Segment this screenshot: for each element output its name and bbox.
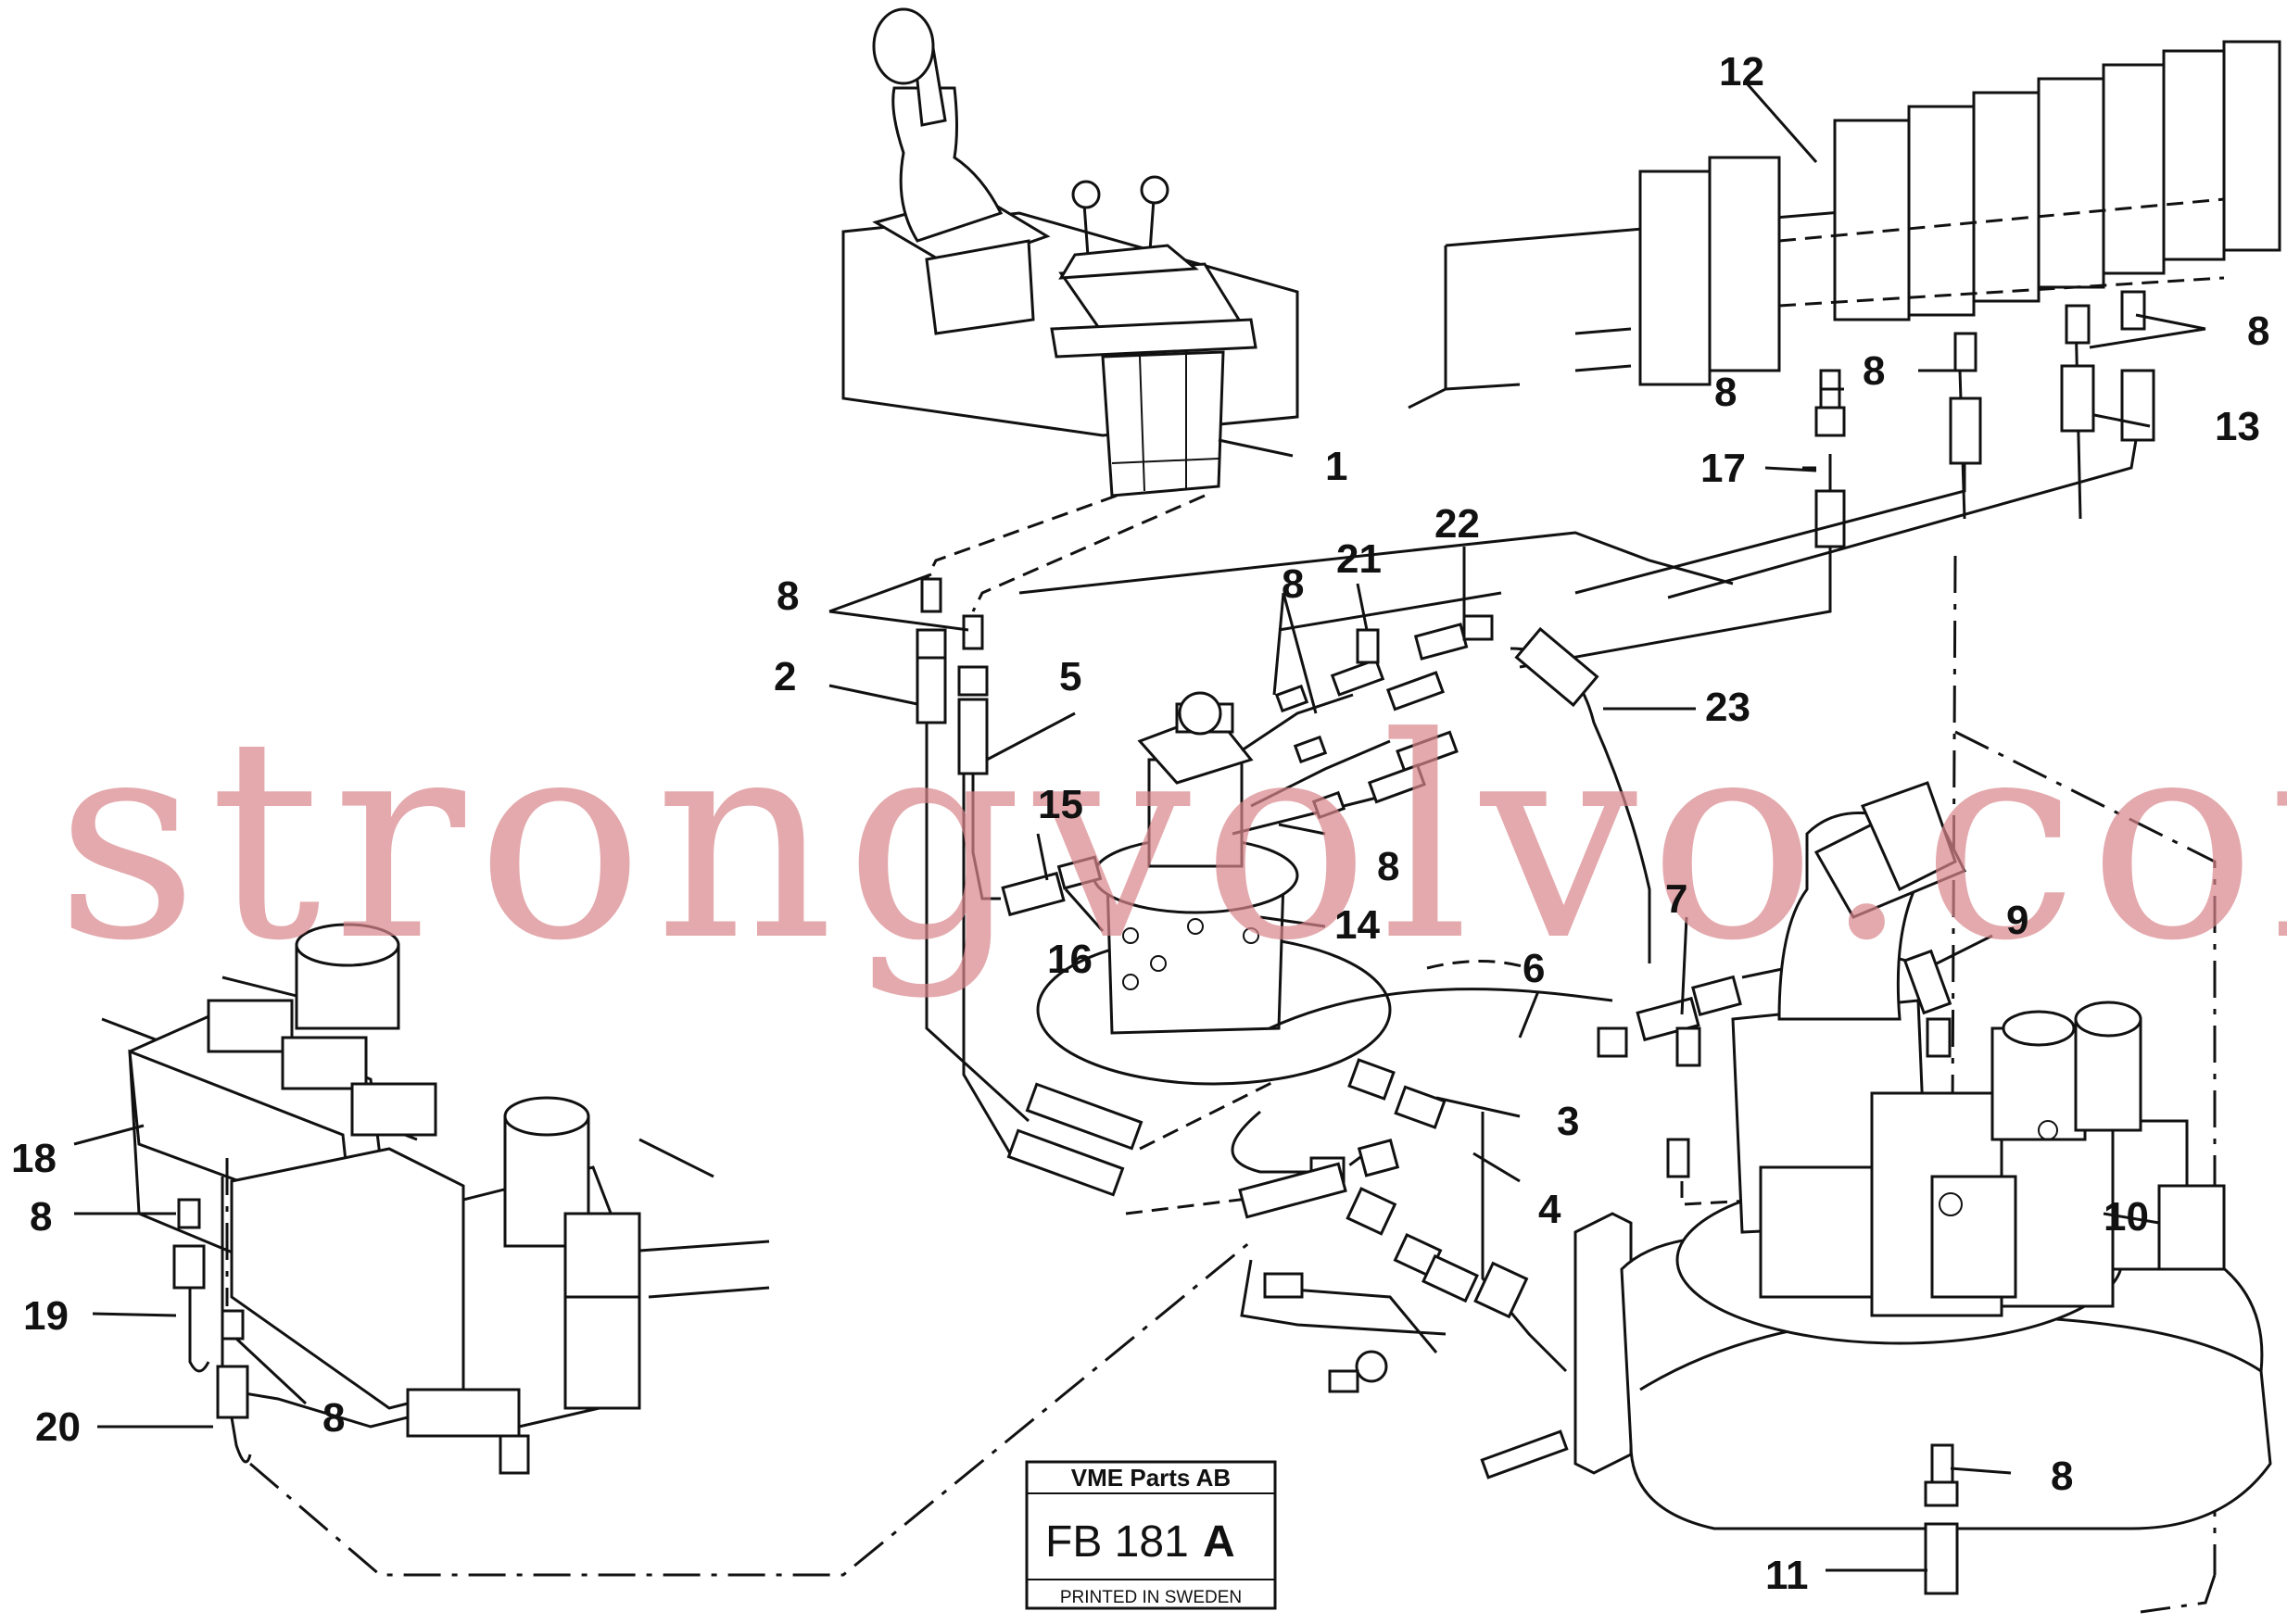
stamp-code: FB 181	[1045, 1517, 1189, 1567]
valve-bank-assembly	[1408, 40, 2281, 1575]
callout-3: 3	[1557, 1099, 1579, 1144]
callout-1: 1	[1325, 444, 1347, 489]
callout-16: 16	[1047, 937, 1093, 982]
callout-8-c: 8	[1377, 844, 1399, 889]
callout-23: 23	[1705, 685, 1750, 730]
callout-17: 17	[1700, 446, 1746, 491]
hose-lines-left	[916, 577, 1372, 1215]
title-stamp: VME Parts AB FB 181 A PRINTED IN SWEDEN	[1025, 1460, 1277, 1610]
callout-8-g: 8	[30, 1194, 52, 1240]
swivel-valve-assembly	[971, 614, 1651, 1086]
callout-18: 18	[11, 1136, 57, 1181]
callout-5: 5	[1059, 654, 1081, 699]
callout-11: 11	[1765, 1553, 1809, 1598]
callout-15: 15	[1038, 782, 1083, 827]
callout-8-h: 8	[322, 1395, 345, 1441]
callout-14: 14	[1334, 902, 1380, 948]
callout-4: 4	[1538, 1187, 1561, 1232]
callout-22: 22	[1434, 501, 1480, 547]
fittings-center	[1231, 949, 1952, 1479]
servo-valve-assembly	[101, 923, 2217, 1614]
callout-13: 13	[2215, 404, 2260, 449]
leader-lines	[73, 82, 2206, 1572]
stamp-footer: PRINTED IN SWEDEN	[1060, 1588, 1242, 1607]
callout-2: 2	[774, 654, 796, 699]
frame-line-a	[1018, 531, 1734, 595]
stamp-company: VME Parts AB	[1071, 1464, 1231, 1492]
callout-8-f: 8	[2247, 308, 2269, 354]
callout-8-b: 8	[1282, 561, 1304, 607]
callout-8-a: 8	[777, 573, 799, 619]
slew-motor-assembly	[1620, 781, 2272, 1595]
callout-12: 12	[1719, 49, 1764, 94]
callout-19: 19	[23, 1293, 69, 1339]
callout-8-i: 8	[2051, 1454, 2073, 1499]
stamp-revision: A	[1203, 1517, 1235, 1567]
watermark: strongvolvo.com	[56, 678, 2287, 1001]
callout-labels: 1 2 3 4 5 6 7 8 8 8 8 8 8 8 8 8 9 10 11 …	[11, 49, 2269, 1598]
port-holes	[1122, 918, 1259, 990]
callout-8-d: 8	[1714, 370, 1737, 415]
callout-8-e: 8	[1863, 348, 1885, 394]
control-lever-assembly	[841, 7, 1299, 612]
callout-21: 21	[1336, 536, 1382, 582]
callout-10: 10	[2104, 1194, 2149, 1240]
callout-9: 9	[2006, 898, 2028, 943]
callout-20: 20	[35, 1404, 81, 1450]
callout-7: 7	[1665, 876, 1687, 922]
callout-6: 6	[1523, 946, 1545, 991]
